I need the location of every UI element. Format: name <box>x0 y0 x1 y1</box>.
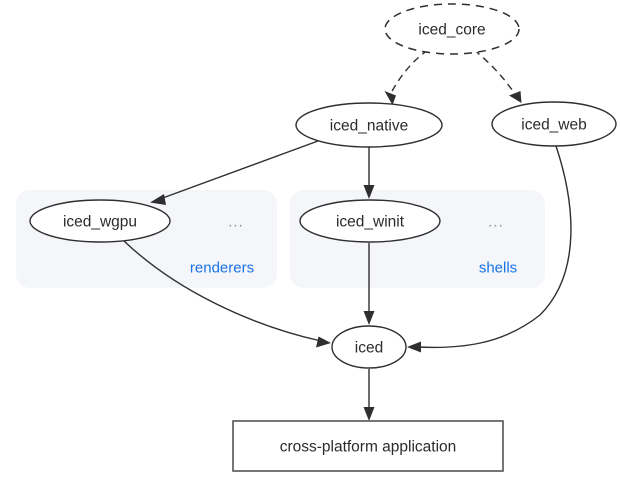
node-iced-web-shape[interactable] <box>491 101 617 147</box>
node-cross-platform-application-label: cross-platform application <box>280 439 457 456</box>
node-iced-native[interactable]: iced_native <box>295 102 443 148</box>
node-iced-core[interactable]: iced_core <box>384 3 520 55</box>
edge-web-to-iced-arrowhead <box>407 341 421 353</box>
edge-core-to-web-arrowhead <box>509 91 522 103</box>
edge-native-to-wgpu <box>150 140 319 205</box>
edge-core-to-web-line <box>473 49 516 95</box>
node-iced-wgpu-label: iced_wgpu <box>63 214 137 231</box>
node-iced-shape[interactable] <box>331 325 407 369</box>
node-iced-core-shape[interactable] <box>384 3 520 55</box>
edge-wgpu-to-iced-line <box>122 239 322 342</box>
edge-core-to-web <box>473 49 522 103</box>
node-iced-winit-label: iced_winit <box>336 214 405 231</box>
edge-web-to-iced <box>407 145 572 353</box>
edge-core-to-native-arrowhead <box>384 91 396 105</box>
node-iced-wgpu-shape[interactable] <box>29 199 171 243</box>
node-iced-winit[interactable]: iced_winit <box>299 199 441 243</box>
edge-core-to-native-line <box>389 49 429 96</box>
edge-iced-to-application-arrowhead <box>363 407 375 421</box>
node-cross-platform-application-shape[interactable] <box>232 420 504 472</box>
edge-winit-to-iced <box>363 243 375 325</box>
edge-wgpu-to-iced-arrowhead <box>316 336 331 348</box>
edge-native-to-wgpu-arrowhead <box>150 194 166 205</box>
renderers-more-placeholder: ... <box>228 214 244 231</box>
node-iced-native-shape[interactable] <box>295 102 443 148</box>
node-cross-platform-application[interactable]: cross-platform application <box>232 420 504 472</box>
cluster-renderers-label: renderers <box>190 260 254 277</box>
edge-native-to-winit-arrowhead <box>363 185 375 199</box>
edge-wgpu-to-iced <box>122 239 331 348</box>
edge-core-to-native <box>384 49 429 105</box>
node-iced-label: iced <box>355 340 383 357</box>
edge-winit-to-iced-arrowhead <box>363 311 375 325</box>
edge-web-to-iced-line <box>416 145 572 349</box>
node-iced-native-label: iced_native <box>330 118 408 135</box>
node-iced-winit-shape[interactable] <box>299 199 441 243</box>
shells-more-placeholder: ... <box>488 214 504 231</box>
node-iced[interactable]: iced <box>331 325 407 369</box>
node-iced-core-label: iced_core <box>418 22 485 39</box>
cluster-shells-label: shells <box>479 260 517 277</box>
edge-iced-to-application <box>363 369 375 421</box>
node-iced-web-label: iced_web <box>521 117 587 134</box>
edge-native-to-wgpu-line <box>159 140 319 200</box>
edge-native-to-winit <box>363 147 375 199</box>
node-iced-wgpu[interactable]: iced_wgpu <box>29 199 171 243</box>
node-iced-web[interactable]: iced_web <box>491 101 617 147</box>
